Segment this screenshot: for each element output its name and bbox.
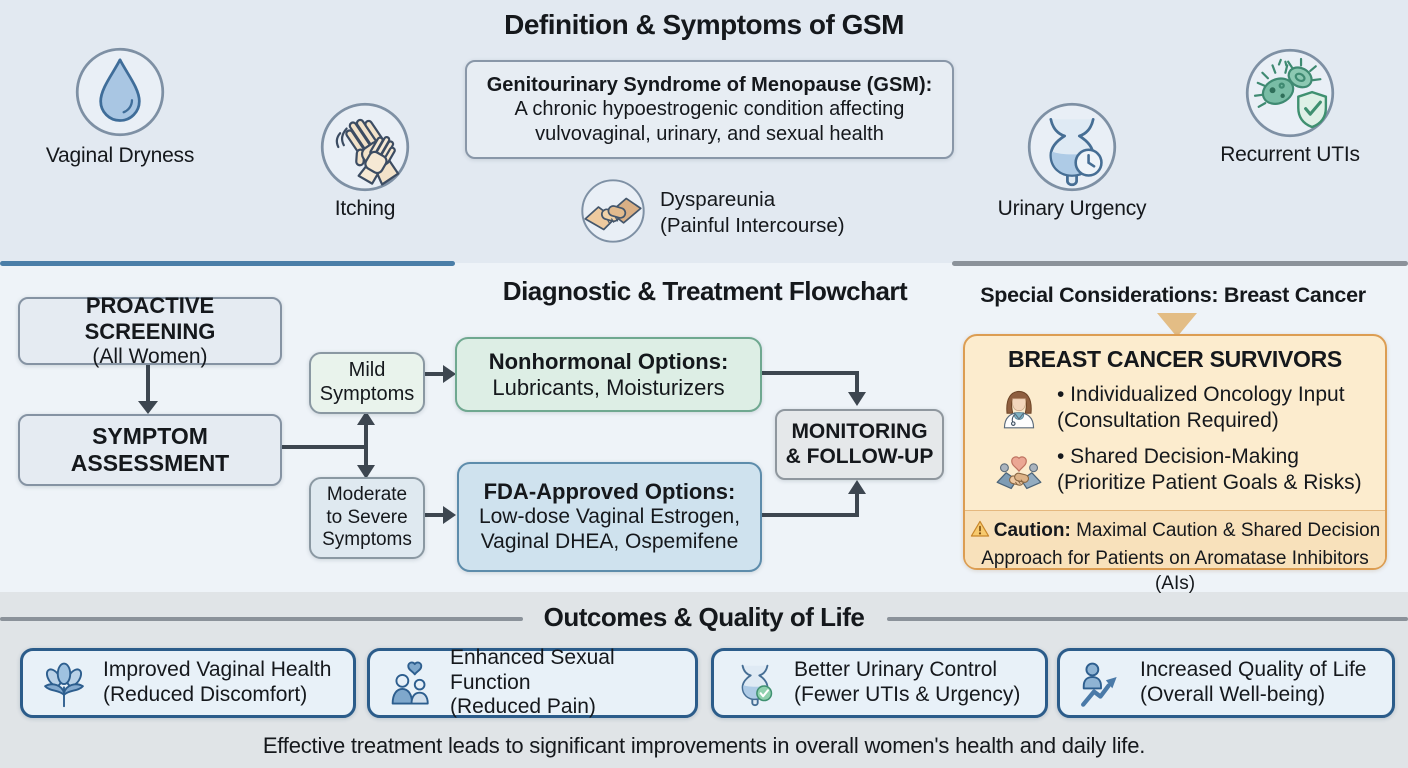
outcomes-rule-right [887,617,1408,621]
symptom-label-recurrent-utis: Recurrent UTIs [1220,143,1360,166]
couple-heart-icon [384,656,438,710]
warning-icon [970,519,990,546]
person-growth-icon [1074,656,1128,710]
bottom-footer-text: Effective treatment leads to significant… [262,733,1146,758]
bullet-oncology-input: • Individualized Oncology Input (Consult… [1057,383,1345,433]
outcome-improved-vaginal-health: Improved Vaginal Health (Reduced Discomf… [20,648,356,718]
symptom-label-vaginal-dryness: Vaginal Dryness [45,144,195,167]
definition-line2: vulvovaginal, urinary, and sexual health [535,122,884,145]
top-title: Definition & Symptoms of GSM [504,9,904,40]
node-proactive-screening: PROACTIVE SCREENING (All Women) [18,293,282,368]
outcomes-rule-left [0,617,523,621]
symptom-dyspareunia [580,178,646,244]
outcome-enhanced-sexual-function: Enhanced Sexual Function (Reduced Pain) [367,646,698,718]
divider-blue [0,261,455,266]
gsm-definition-box: Genitourinary Syndrome of Menopause (GSM… [465,60,954,159]
special-considerations-title: Special Considerations: Breast Cancer [980,283,1366,307]
panel-heading: BREAST CANCER SURVIVORS [1008,346,1342,372]
symptom-vaginal-dryness [74,46,166,138]
outcome-increased-quality-of-life: Increased Quality of Life (Overall Well-… [1057,648,1395,718]
bacteria-shield-icon [1244,47,1336,139]
symptom-label-urinary-urgency: Urinary Urgency [997,197,1147,220]
triangle-pointer-icon [1157,313,1197,337]
female-doctor-icon [993,380,1045,432]
caution-label: Caution: [993,520,1071,541]
flowchart-title: Diagnostic & Treatment Flowchart [502,276,908,306]
definition-line1: A chronic hypoestrogenic condition affec… [514,98,905,121]
node-fda-approved-options: FDA-Approved Options: Low-dose Vaginal E… [457,462,762,572]
caution-strip: Caution: Maximal Caution & Shared Decisi… [965,510,1385,594]
symptom-itching [319,101,411,193]
node-moderate-severe-symptoms: Moderate to Severe Symptoms [309,477,425,559]
bullet-shared-decision: • Shared Decision-Making (Prioritize Pat… [1057,445,1362,495]
divider-gray [952,261,1408,266]
outcome-better-urinary-control: Better Urinary Control (Fewer UTIs & Urg… [711,648,1048,718]
symptom-recurrent-utis [1244,47,1336,139]
node-nonhormonal-options: Nonhormonal Options: Lubricants, Moistur… [455,337,762,412]
droplet-icon [74,46,166,138]
symptom-urinary-urgency [1026,101,1118,193]
symptom-label-itching: Itching [334,197,396,220]
definition-heading: Genitourinary Syndrome of Menopause (GSM… [486,73,933,96]
outcomes-title: Outcomes & Quality of Life [543,602,865,632]
handshake-icon [580,178,646,244]
node-mild-symptoms: Mild Symptoms [309,352,425,414]
node-monitoring-followup: MONITORING & FOLLOW-UP [775,409,944,480]
bladder-check-icon [728,656,782,710]
breast-cancer-panel: BREAST CANCER SURVIVORS • Individualized… [963,334,1387,594]
scratching-hands-icon [319,101,411,193]
symptom-label-dyspareunia: Dyspareunia (Painful Intercourse) [660,188,845,237]
node-symptom-assessment: SYMPTOM ASSESSMENT [18,414,282,486]
flower-icon [37,656,91,710]
bladder-clock-icon [1026,101,1118,193]
handshake-heart-icon [991,442,1047,498]
